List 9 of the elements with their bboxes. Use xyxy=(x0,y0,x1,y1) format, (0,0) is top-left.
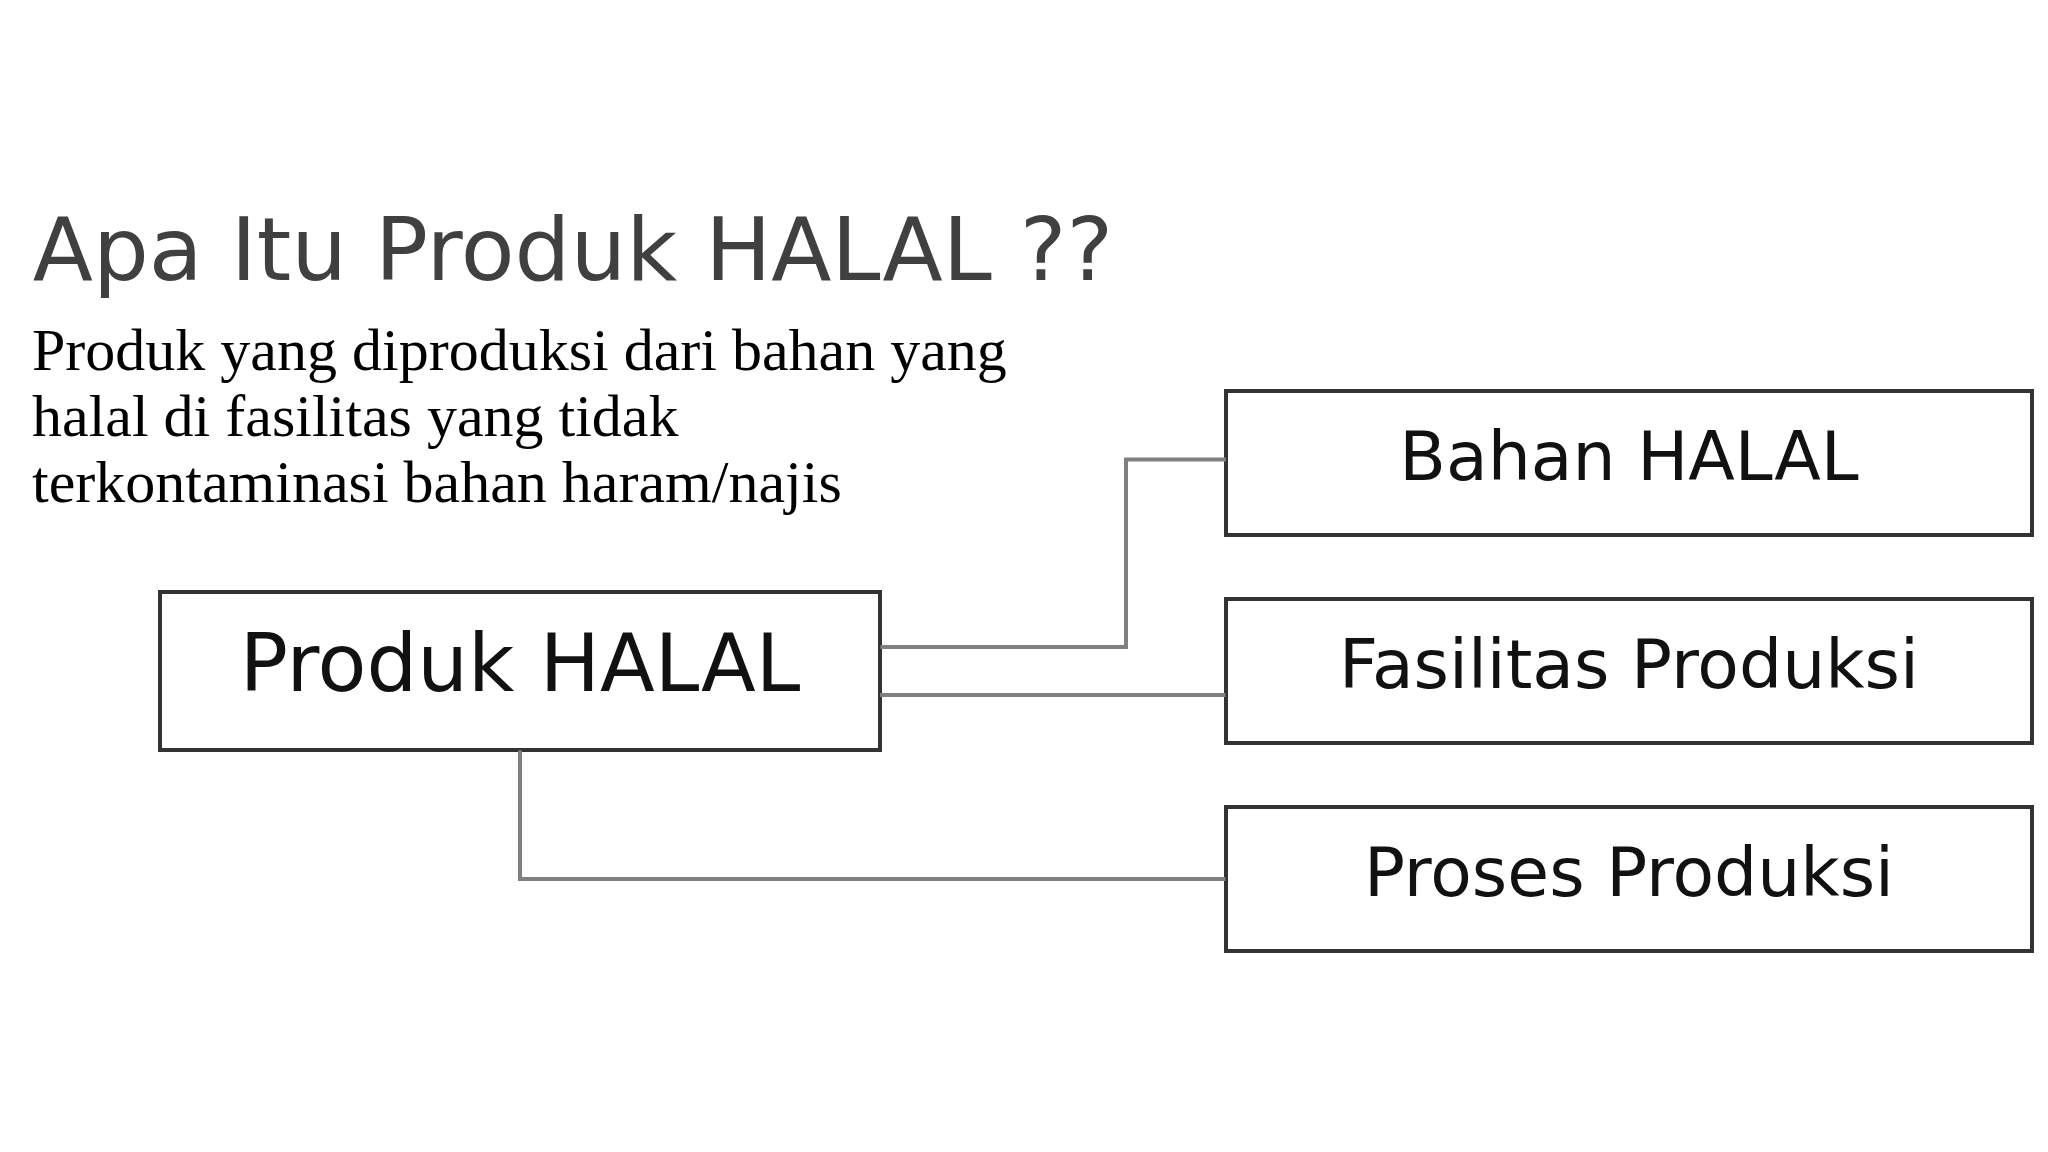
diagram-title: Apa Itu Produk HALAL ?? xyxy=(32,197,1114,301)
node-box: Produk HALAL xyxy=(158,589,882,752)
connector xyxy=(880,692,1226,697)
label: Produk yang diproduksi dari bahan yang halal di fasilitas yang tidak terkontaminasi bahan haram/najis xyxy=(32,316,1007,515)
node-box: Bahan HALAL xyxy=(1224,388,2034,537)
connector xyxy=(518,749,1226,881)
node-box: Proses Produksi xyxy=(1224,804,2034,953)
node-box: Fasilitas Produksi xyxy=(1224,596,2034,745)
connector xyxy=(880,457,1226,649)
